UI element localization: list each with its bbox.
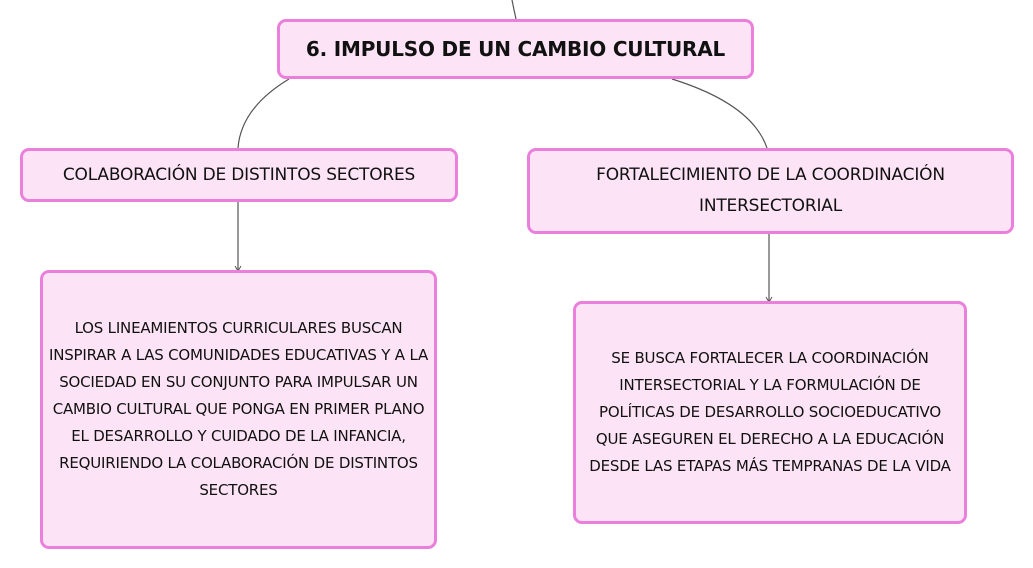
detail-text-coordination: SE BUSCA FORTALECER LA COORDINACIÓN INTE…: [589, 349, 951, 475]
connector-root-to-branch-right: [671, 78, 768, 149]
root-topic-label: 6. IMPULSO DE UN CAMBIO CULTURAL: [305, 37, 726, 61]
detail-node-coordination[interactable]: SE BUSCA FORTALECER LA COORDINACIÓN INTE…: [573, 301, 967, 524]
branch-node-collaboration[interactable]: COLABORACIÓN DE DISTINTOS SECTORES: [20, 148, 458, 202]
detail-text-collaboration: LOS LINEAMIENTOS CURRICULARES BUSCAN INS…: [48, 319, 429, 499]
branch-label-collaboration: COLABORACIÓN DE DISTINTOS SECTORES: [62, 165, 416, 185]
connector-parent-to-root: [511, 0, 517, 20]
branch-node-coordination[interactable]: FORTALECIMIENTO DE LA COORDINACIÓN INTER…: [527, 148, 1014, 234]
root-topic-node[interactable]: 6. IMPULSO DE UN CAMBIO CULTURAL: [277, 19, 754, 79]
branch-label-coordination: FORTALECIMIENTO DE LA COORDINACIÓN INTER…: [596, 165, 945, 216]
detail-node-collaboration[interactable]: LOS LINEAMIENTOS CURRICULARES BUSCAN INS…: [40, 270, 437, 549]
connector-root-to-branch-left: [237, 78, 290, 149]
